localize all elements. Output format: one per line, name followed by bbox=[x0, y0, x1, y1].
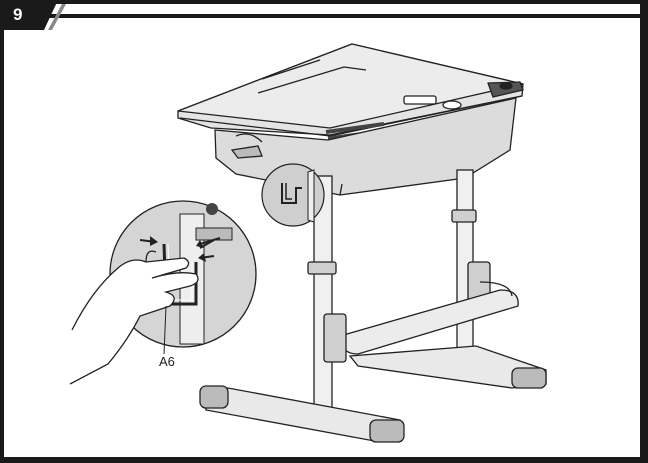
desk-top bbox=[177, 43, 524, 140]
part-label: A6 bbox=[159, 354, 175, 369]
step-number: 9 bbox=[13, 5, 23, 24]
hook-detail bbox=[261, 163, 325, 227]
leader-line bbox=[163, 305, 167, 355]
right-leg bbox=[348, 169, 547, 389]
hook-icon bbox=[281, 183, 302, 204]
left-leg bbox=[199, 175, 405, 443]
step-badge bbox=[0, 0, 66, 30]
hand-icon bbox=[69, 250, 199, 385]
